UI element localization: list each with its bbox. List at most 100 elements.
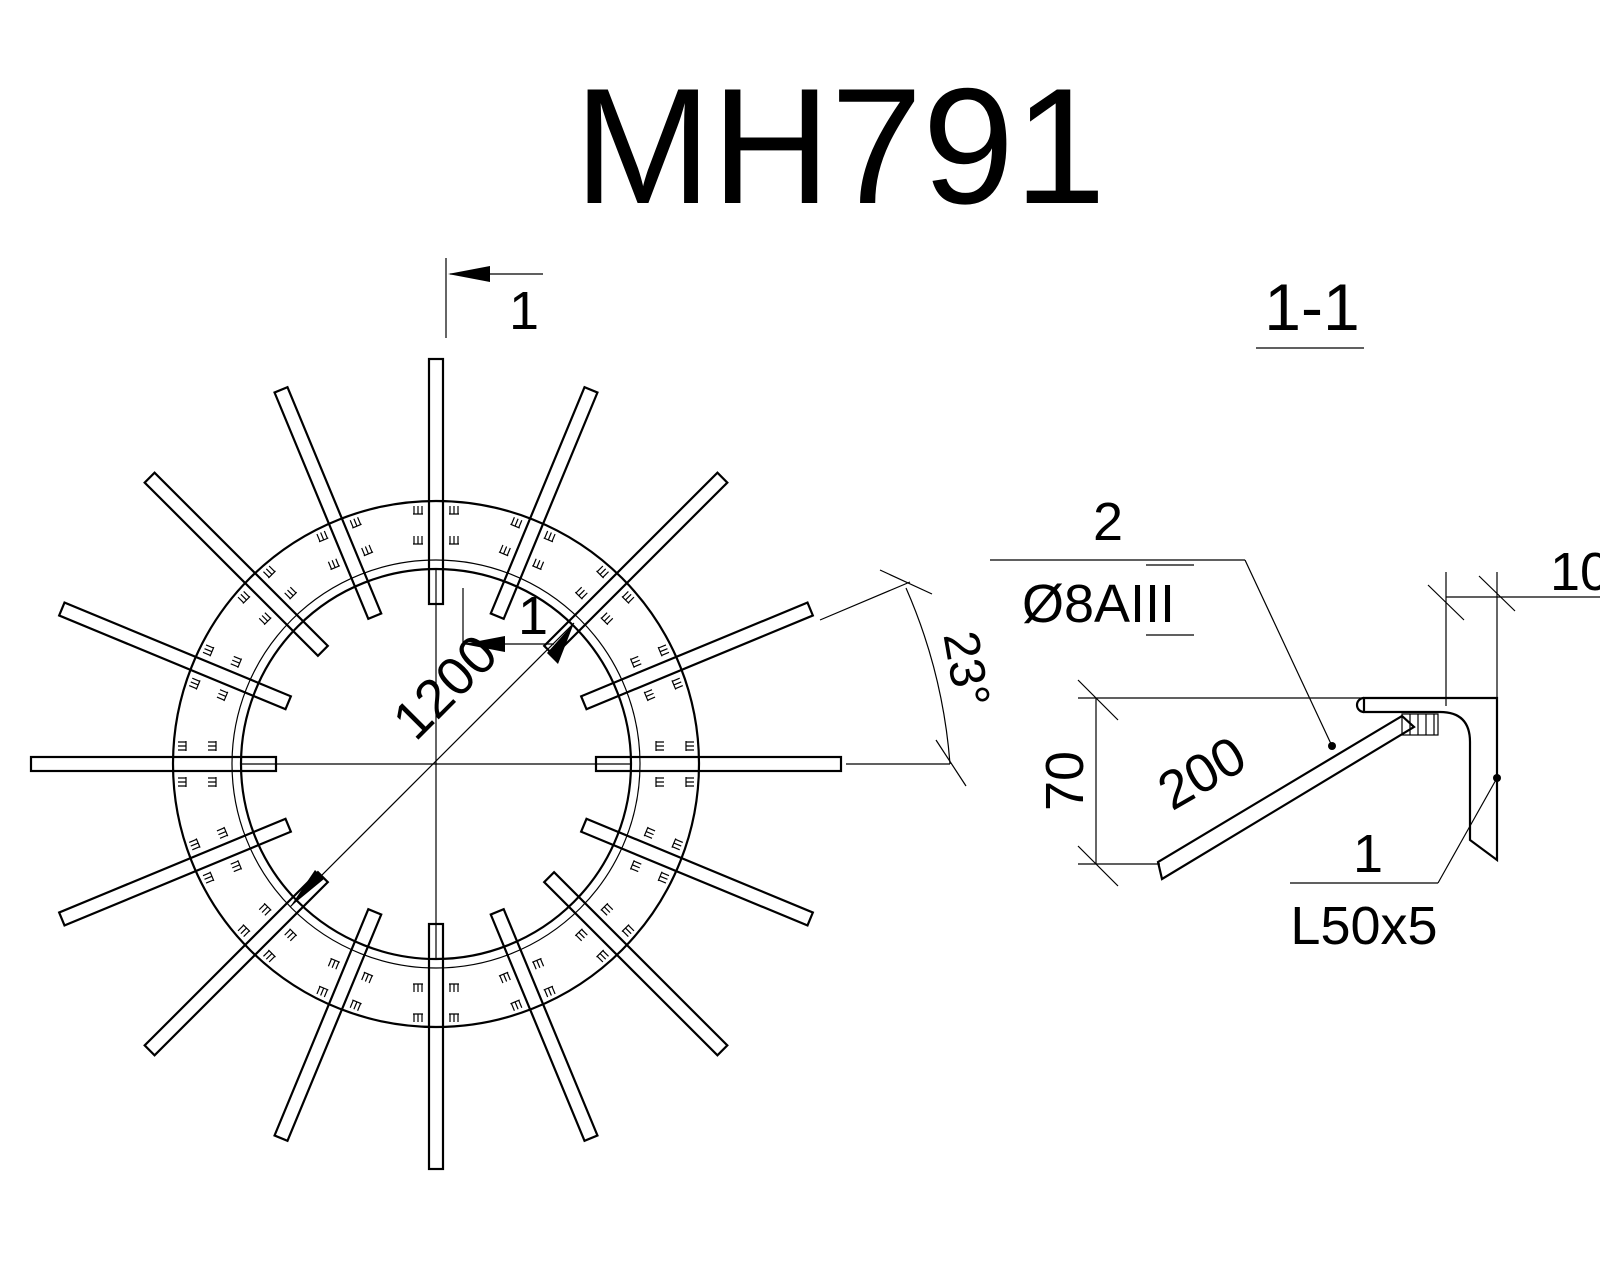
angle-ring-leg-line [231,559,641,969]
radial-bar [427,922,445,1171]
section-view: 1-1 2 Ø8AIII 10 70 200 [990,270,1600,956]
angle-spec-label: L50x5 [1290,896,1437,956]
weld-symbol [413,983,423,992]
angle-ring-outer [171,499,701,1029]
weld-symbol [596,565,609,579]
weld-symbol [230,655,243,669]
weld-marks [178,506,694,1022]
section-cut-marker: 1 [445,258,543,341]
weld-symbol [621,924,635,937]
weld-mark [574,902,635,963]
bar-length-label: 200 [1148,725,1256,822]
section-title: 1-1 [1264,270,1359,344]
weld-mark [237,902,298,963]
weld-symbol [498,971,511,984]
weld-mark [629,644,684,702]
weld-symbol [216,689,229,702]
section-arrow-icon [448,266,490,282]
weld-symbol [449,1013,459,1022]
weld-mark [629,826,684,884]
weld-symbol [237,591,251,604]
angle-label: 23° [933,627,1001,711]
weld-symbol [208,777,217,787]
weld-symbol [629,655,642,669]
radial-bar [579,601,815,711]
weld-symbol [361,971,374,984]
weld-symbol [413,1013,423,1022]
weld-symbol [284,928,298,942]
angle-dimension: 23° [819,569,1001,787]
height-label: 70 [1035,751,1095,811]
radial-bar [594,755,843,773]
diameter-dimension: 1200 [289,622,575,908]
weld-mark [316,516,374,571]
weld-symbol [316,530,329,543]
weld-symbol [263,949,276,963]
radial-bar [489,907,599,1143]
weld-symbol [657,871,670,884]
part-arrow-icon [463,636,505,652]
weld-symbol [671,677,684,690]
weld-symbol [498,544,511,557]
weld-symbol [413,506,423,515]
weld-symbol [600,612,614,626]
diameter-arrow-start-icon [290,870,324,907]
radial-bar [273,385,383,621]
weld-symbol [600,902,614,916]
weld-symbol [349,516,362,529]
radial-bar [143,870,330,1057]
weld-symbol [178,777,187,787]
weld-symbol [531,957,545,970]
weld-symbol [643,826,656,839]
weld-symbol [657,644,670,657]
weld-mark [178,741,217,787]
angle-profile [1355,696,1499,863]
radial-bar [579,817,815,927]
plan-view: 1 1200 1 [29,258,1001,1171]
weld-mark [498,516,556,571]
weld-symbol [685,741,694,751]
weld-symbol [188,838,201,851]
part-leader: 1 [462,586,554,652]
bar-position-label: 2 [1093,492,1123,552]
weld-symbol [574,586,588,600]
weld-symbol [671,838,684,851]
weld-symbol [413,536,423,545]
radial-bars [29,357,843,1171]
weld-symbol [621,591,635,604]
radial-bar [57,817,293,927]
radial-bar [427,357,445,606]
radial-bar [57,601,293,711]
weld-symbol [543,985,556,998]
radial-bar [489,385,599,621]
weld-symbol [655,777,664,787]
weld-symbol [449,506,459,515]
offset-label: 10 [1550,542,1600,602]
weld-symbol [449,536,459,545]
weld-symbol [263,565,276,579]
weld-symbol [327,957,341,970]
weld-symbol [188,677,201,690]
weld-symbol [216,826,229,839]
weld-symbol [258,612,272,626]
weld-symbol [316,985,329,998]
weld-symbol [449,983,459,992]
angle-position-label: 1 [1353,824,1383,884]
weld-mark [574,565,635,626]
weld-symbol [643,689,656,702]
weld-symbol [543,530,556,543]
weld-mark [188,644,243,702]
weld-symbol [284,586,298,600]
weld-mark [237,565,298,626]
radial-bar [542,870,729,1057]
radial-bar [29,755,278,773]
bar-spec-label: Ø8AIII [1022,574,1175,634]
weld-symbol [685,777,694,787]
weld-symbol [237,924,251,937]
weld-symbol [510,516,523,529]
section-cut-label: 1 [509,281,539,341]
weld-mark [413,506,459,545]
sloped-bar [1156,714,1416,881]
diameter-arrow-end-icon [547,623,574,664]
